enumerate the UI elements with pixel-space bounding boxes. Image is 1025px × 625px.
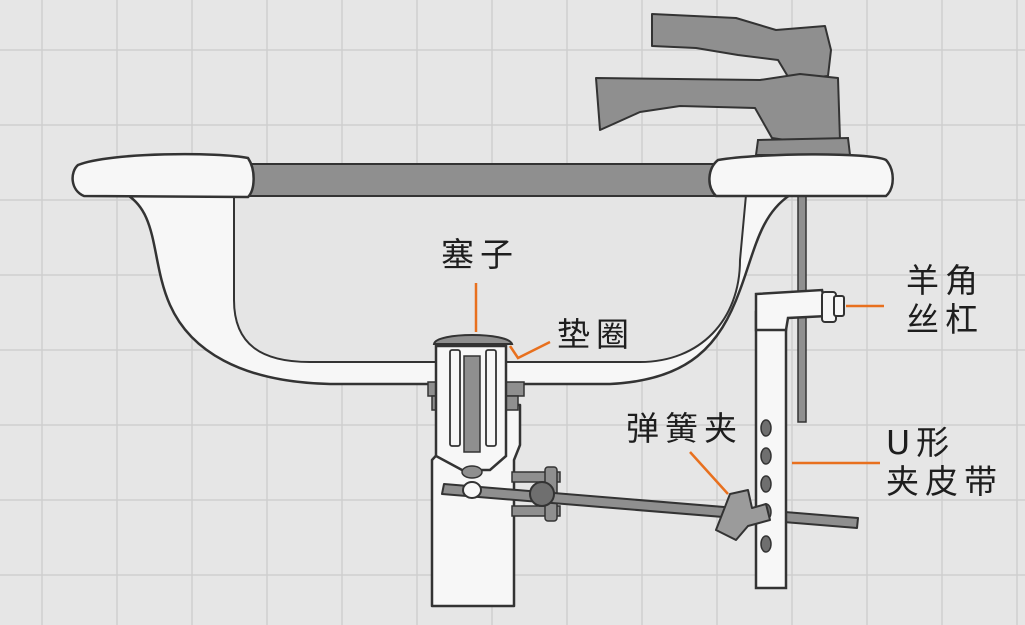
u-strap-label: U形 夹皮带 bbox=[886, 423, 1003, 501]
basin-rim-right bbox=[708, 153, 894, 198]
faucet bbox=[595, 13, 852, 156]
stopper-stem-left bbox=[449, 349, 461, 447]
u-strap-hole bbox=[760, 475, 772, 493]
stopper-tip bbox=[461, 465, 483, 479]
u-strap-top-bracket bbox=[754, 288, 830, 332]
thumb-screw-head bbox=[833, 295, 845, 317]
pivot-ball bbox=[529, 481, 555, 507]
spring-clip-label: 弹簧夹 bbox=[626, 409, 743, 448]
pivot-nut-upper bbox=[511, 471, 561, 483]
thumb-screw-label: 羊角 丝杠 bbox=[906, 261, 984, 339]
u-strap-hole bbox=[760, 535, 772, 553]
faucet-base bbox=[754, 136, 852, 156]
faucet-spout bbox=[595, 73, 841, 145]
spring-clip bbox=[715, 489, 771, 541]
gasket-label: 垫圈 bbox=[557, 315, 635, 354]
spring-clip-leader bbox=[689, 451, 729, 495]
drain-assembly bbox=[427, 334, 525, 608]
stopper-label: 塞子 bbox=[441, 235, 519, 274]
spring-clip-body bbox=[715, 489, 771, 541]
u-strap-hole bbox=[760, 419, 772, 437]
gasket-leader bbox=[508, 340, 551, 360]
stopper-cap bbox=[432, 334, 514, 345]
sink-basin bbox=[71, 152, 894, 386]
leader-lines bbox=[474, 283, 884, 495]
basin-inner bbox=[233, 190, 748, 363]
basin-rim-left bbox=[71, 152, 255, 199]
stopper-stem-core bbox=[463, 355, 481, 453]
u-strap-hole bbox=[760, 447, 772, 465]
basin-back-wall bbox=[239, 163, 716, 197]
faucet-handle bbox=[651, 13, 832, 81]
u-strap-clevis bbox=[754, 288, 845, 590]
pivot-rod-eye bbox=[462, 481, 482, 499]
pivot-nut-lower bbox=[511, 505, 561, 517]
stopper-stem-right bbox=[485, 349, 497, 447]
